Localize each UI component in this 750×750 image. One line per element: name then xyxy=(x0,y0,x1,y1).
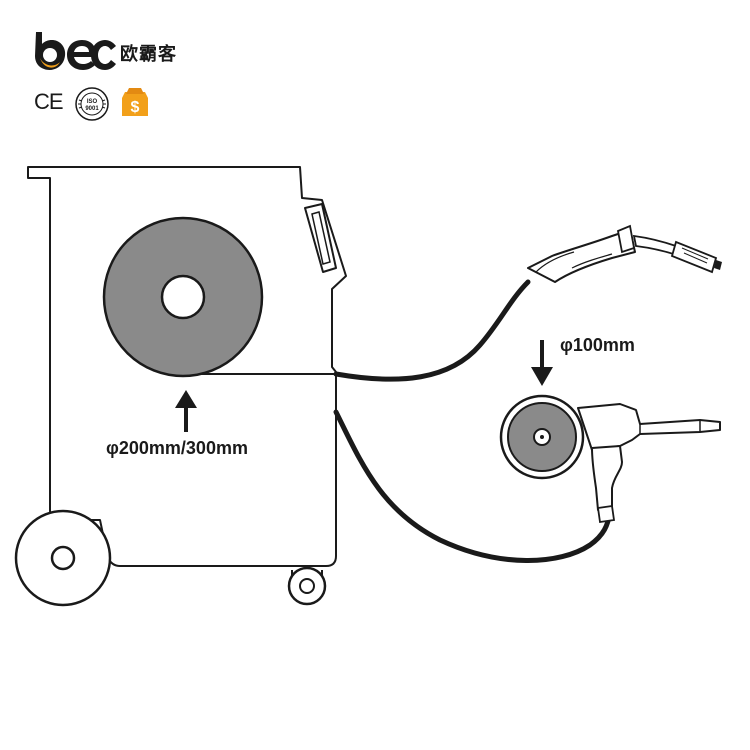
ce-mark: CE xyxy=(34,89,64,114)
brand-header: 欧霸客 CE ISO 9001 $ xyxy=(30,28,250,121)
torch-cable xyxy=(333,279,531,382)
mig-torch-icon xyxy=(527,224,722,283)
dollar-badge-icon: $ xyxy=(122,88,148,116)
certification-row: CE ISO 9001 $ xyxy=(34,86,174,121)
large-spool-arrow-icon xyxy=(175,390,197,432)
bec-logo-icon xyxy=(35,32,116,70)
dollar-symbol: $ xyxy=(131,99,140,116)
iso-code: 9001 xyxy=(85,106,99,112)
rear-wheel xyxy=(14,509,112,607)
large-wire-spool xyxy=(102,216,264,378)
small-spool-arrow-icon xyxy=(531,340,553,386)
brand-logo: 欧霸客 xyxy=(30,28,230,76)
brand-chinese-name: 欧霸客 xyxy=(120,44,177,65)
front-caster-wheel xyxy=(287,566,327,606)
spool-gun-cable xyxy=(333,409,613,563)
iso-9001-seal-icon: ISO 9001 xyxy=(75,87,109,121)
spool-gun-icon xyxy=(499,394,721,524)
iso-label: ISO xyxy=(87,99,98,105)
